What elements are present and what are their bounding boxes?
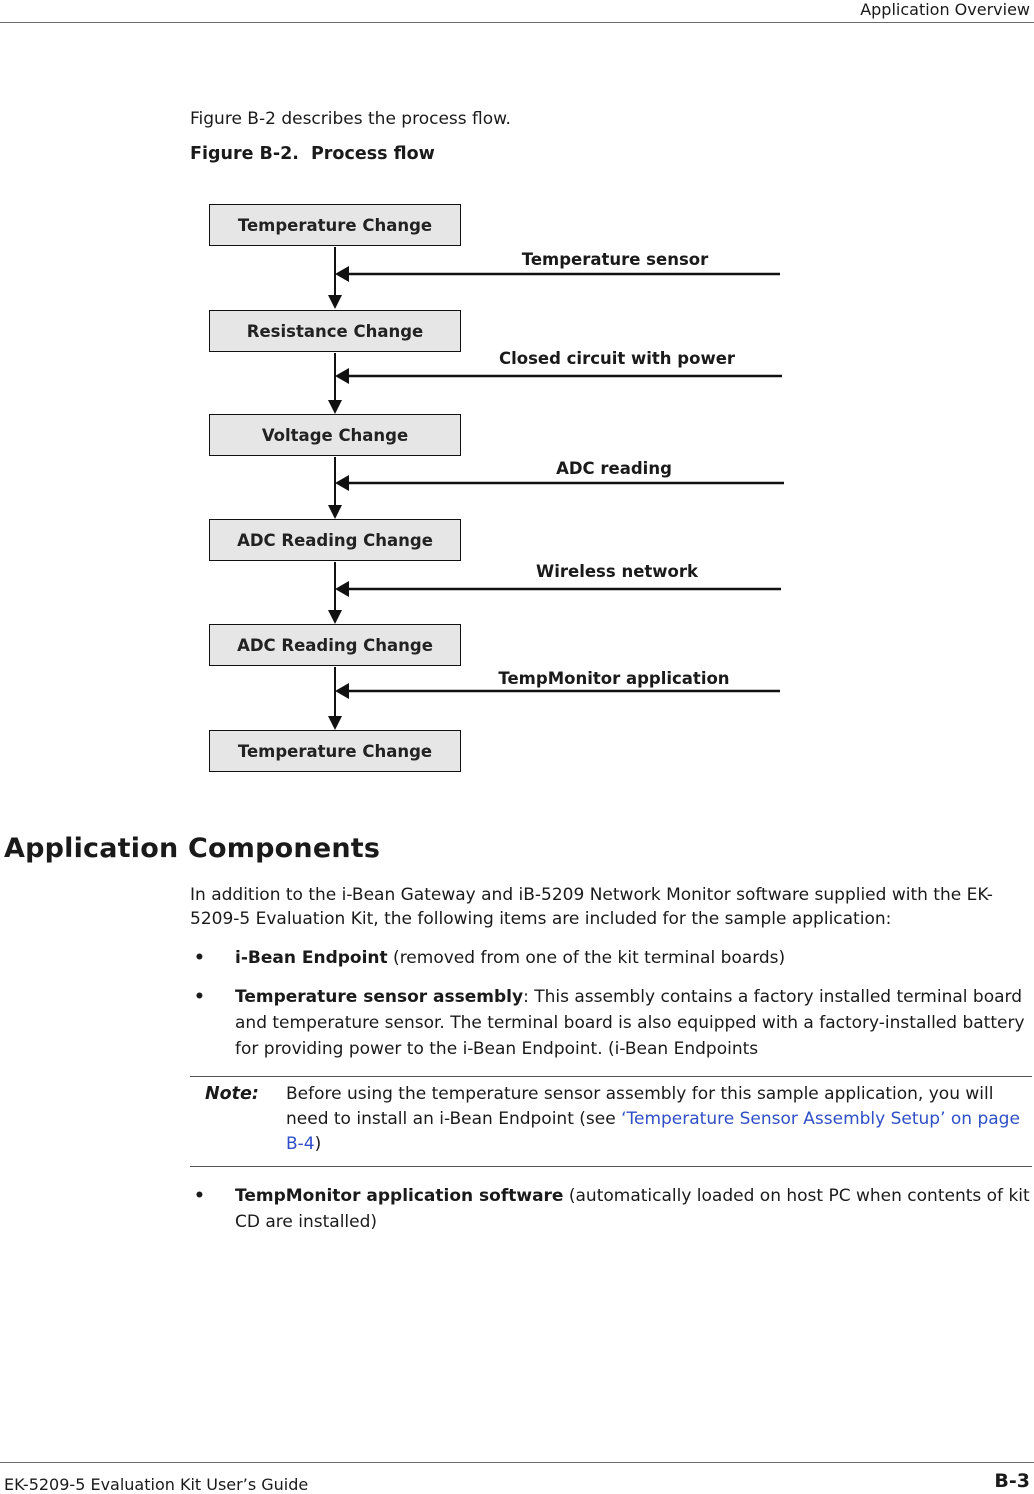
note-rule-top (190, 1076, 1032, 1077)
header-rule (0, 22, 1034, 23)
note-label: Note: (205, 1084, 259, 1104)
flow-box: Voltage Change (209, 414, 461, 456)
list-item: • TempMonitor application software (auto… (190, 1183, 1030, 1235)
flow-arrow-down (328, 295, 342, 309)
bullet-marker: • (194, 1186, 205, 1206)
input-arrow-left (335, 581, 349, 597)
flow-arrow-down (328, 716, 342, 730)
footer-document-title: EK-5209-5 Evaluation Kit User’s Guide (4, 1475, 309, 1494)
list-item-text: TempMonitor application software (automa… (235, 1183, 1030, 1235)
flow-box: Resistance Change (209, 310, 461, 352)
page-number: B-3 (994, 1470, 1030, 1492)
input-label: Temperature sensor (521, 250, 709, 269)
input-arrow-left (335, 475, 349, 491)
list-item-term: TempMonitor application software (235, 1186, 564, 1206)
flow-arrow-down (328, 505, 342, 519)
section-heading: Application Components (4, 833, 381, 864)
process-flow-diagram (328, 247, 784, 730)
list-item-text: Temperature sensor assembly: This assemb… (235, 984, 1030, 1062)
list-item-description: (automatically loaded on host PC when co… (235, 1186, 1030, 1232)
note-rule-bottom (190, 1166, 1032, 1167)
cross-reference-link[interactable]: ‘Temperature Sensor Assembly Setup’ on p… (286, 1109, 1020, 1154)
list-item-term: Temperature sensor assembly (235, 987, 524, 1007)
list-item-term: i-Bean Endpoint (235, 948, 388, 968)
note-text-after: ) (314, 1134, 322, 1154)
footer-rule (0, 1462, 1034, 1463)
list-item-description: (removed from one of the kit terminal bo… (387, 948, 786, 968)
flow-arrow-down (328, 400, 342, 414)
flow-box: Temperature Change (209, 204, 461, 246)
note-text-before: Before using the temperature sensor asse… (286, 1084, 994, 1129)
figure-title: Process flow (310, 144, 435, 164)
input-arrow-left (335, 266, 349, 282)
input-label: TempMonitor application (498, 669, 730, 688)
input-label: ADC reading (556, 459, 672, 478)
input-arrow-left (335, 368, 349, 384)
flow-box: Temperature Change (209, 730, 461, 772)
bullet-marker: • (194, 948, 205, 968)
flow-arrow-down (328, 610, 342, 624)
section-paragraph: In addition to the i-Bean Gateway and iB… (190, 885, 993, 929)
list-item: • i-Bean Endpoint (removed from one of t… (190, 945, 1030, 971)
input-label: Wireless network (536, 562, 698, 581)
input-arrow-left (335, 683, 349, 699)
list-item: • Temperature sensor assembly: This asse… (190, 984, 1030, 1062)
figure-number: Figure B-2. (190, 144, 299, 164)
list-item-description: : This assembly contains a factory insta… (235, 987, 1025, 1059)
bullet-marker: • (194, 987, 205, 1007)
intro-text: Figure B-2 describes the process flow. (190, 109, 511, 129)
flow-box: ADC Reading Change (209, 519, 461, 561)
note-text: Before using the temperature sensor asse… (286, 1082, 1026, 1157)
running-header: Application Overview (860, 0, 1030, 19)
list-item-text: i-Bean Endpoint (removed from one of the… (235, 945, 1030, 971)
input-label: Closed circuit with power (498, 349, 736, 368)
flow-box: ADC Reading Change (209, 624, 461, 666)
figure-caption: Figure B-2. Process flow (190, 144, 435, 164)
